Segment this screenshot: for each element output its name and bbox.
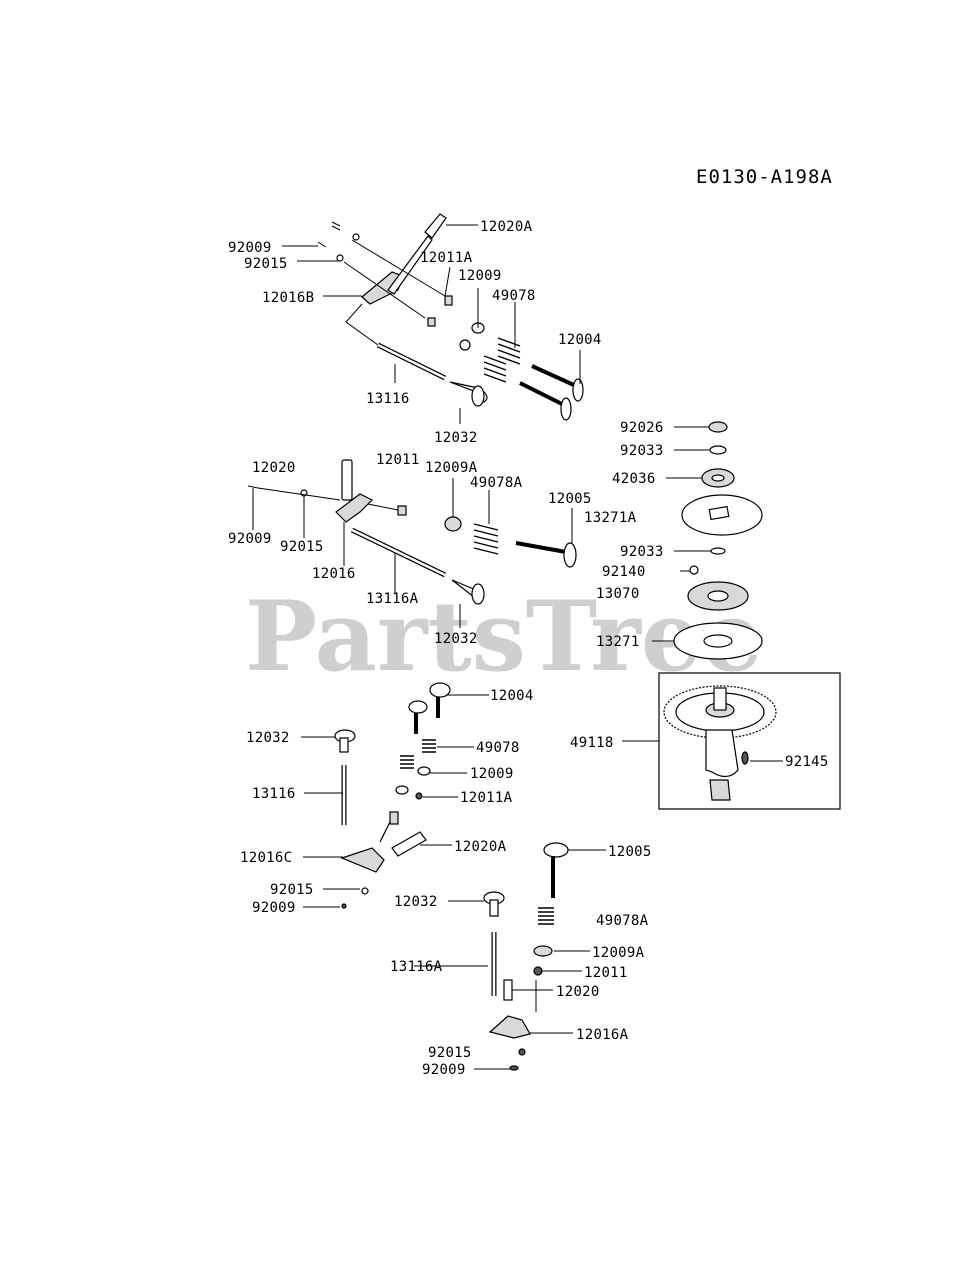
label-13116a: 13116A: [366, 591, 419, 607]
label-92015-d: 92015: [428, 1045, 472, 1061]
label-13116: 13116: [366, 391, 410, 407]
retainer-12009a-part-b: [533, 945, 553, 957]
valve-group-2: 12020 12011 12009A 49078A 12005 13271A 9…: [228, 452, 637, 647]
valve-group-4: 12005 12032 49078A 12009A 13116A 12011 1…: [390, 842, 652, 1078]
part-92026: [708, 421, 728, 433]
label-12016c: 12016C: [240, 850, 292, 866]
label-12004: 12004: [558, 332, 602, 348]
label-12009-c: 12009: [470, 766, 514, 782]
label-12020a-c: 12020A: [454, 839, 507, 855]
rocker-arm-12016c-part: [340, 847, 385, 873]
retainer-12009-part-b: [417, 766, 431, 776]
label-92015: 92015: [244, 256, 288, 272]
valve-group-1: 92009 92015 12016B 12020A 12011A 12009 4…: [228, 213, 602, 446]
label-92026: 92026: [620, 420, 664, 436]
spring-49078-part-d: [400, 755, 414, 769]
label-12009a: 12009A: [425, 460, 478, 476]
label-12004-c: 12004: [490, 688, 534, 704]
pivot-12011a-part-b: [415, 792, 423, 800]
label-92145: 92145: [785, 754, 829, 770]
diagram-id: E0130-A198A: [696, 166, 833, 188]
label-13070: 13070: [596, 586, 640, 602]
shaft-12020-part-b: [503, 979, 513, 1001]
label-12011a: 12011A: [420, 250, 473, 266]
valve-12005-part: [515, 541, 567, 554]
camshaft-group: 92026 92033 42036 92033 92140 13070 1327…: [570, 420, 841, 810]
label-13116-c: 13116: [252, 786, 296, 802]
label-49078: 49078: [492, 288, 536, 304]
label-12011: 12011: [376, 452, 420, 468]
label-13271a: 13271A: [584, 510, 637, 526]
valve-12004-part-a: [531, 364, 577, 388]
pivot-12011a-part: [444, 295, 453, 306]
label-12020a: 12020A: [480, 219, 533, 235]
label-92009-b: 92009: [228, 531, 272, 547]
shaft-12020a-part: [424, 213, 447, 239]
label-49078a-d: 49078A: [596, 913, 649, 929]
label-92033-a: 92033: [620, 443, 664, 459]
pivot-12011-part: [533, 966, 543, 976]
shaft-12020a-part-b: [391, 831, 427, 857]
label-12009: 12009: [458, 268, 502, 284]
label-12032-b: 12032: [434, 631, 478, 647]
part-92140: [689, 565, 699, 575]
label-12032: 12032: [434, 430, 478, 446]
spring-49078a-part-b: [538, 907, 554, 925]
label-12032-c: 12032: [246, 730, 290, 746]
spring-49078-part-a: [497, 337, 521, 365]
label-12011a-c: 12011A: [460, 790, 513, 806]
label-92009-c: 92009: [252, 900, 296, 916]
label-12016a: 12016A: [576, 1027, 629, 1043]
rocker-arm-12016a-part: [488, 1015, 531, 1039]
label-12005-d: 12005: [608, 844, 652, 860]
label-12020: 12020: [252, 460, 296, 476]
label-12032-d: 12032: [394, 894, 438, 910]
label-12016: 12016: [312, 566, 356, 582]
label-92009-d: 92009: [422, 1062, 466, 1078]
label-49078-c: 49078: [476, 740, 520, 756]
shaft-12020-part: [341, 459, 353, 501]
label-92015-c: 92015: [270, 882, 314, 898]
rocker-arm-12016-part: [335, 493, 374, 523]
label-49078a: 49078A: [470, 475, 523, 491]
label-42036: 42036: [612, 471, 656, 487]
label-12020-d: 12020: [556, 984, 600, 1000]
part-92033-a: [709, 445, 727, 455]
part-92033-b: [710, 547, 726, 555]
label-12009a-d: 12009A: [592, 945, 645, 961]
label-92009: 92009: [228, 240, 272, 256]
label-12016b: 12016B: [262, 290, 314, 306]
valve-12004-part-b: [519, 381, 565, 407]
label-13271: 13271: [596, 634, 640, 650]
retainer-12009a-part: [444, 516, 462, 532]
spring-49078-part-b: [483, 355, 507, 383]
label-49118: 49118: [570, 735, 614, 751]
valve-12005-part-b: [543, 842, 569, 858]
label-13116a-d: 13116A: [390, 959, 443, 975]
spring-49078-part-c: [422, 739, 436, 753]
spring-49078a-part: [473, 523, 499, 555]
valve-group-3: 12004 12032 49078 13116 12009 12011A 120…: [240, 682, 534, 916]
label-92015-b: 92015: [280, 539, 324, 555]
label-12011-d: 12011: [584, 965, 628, 981]
label-12005: 12005: [548, 491, 592, 507]
label-92140: 92140: [602, 564, 646, 580]
label-92033-b: 92033: [620, 544, 664, 560]
